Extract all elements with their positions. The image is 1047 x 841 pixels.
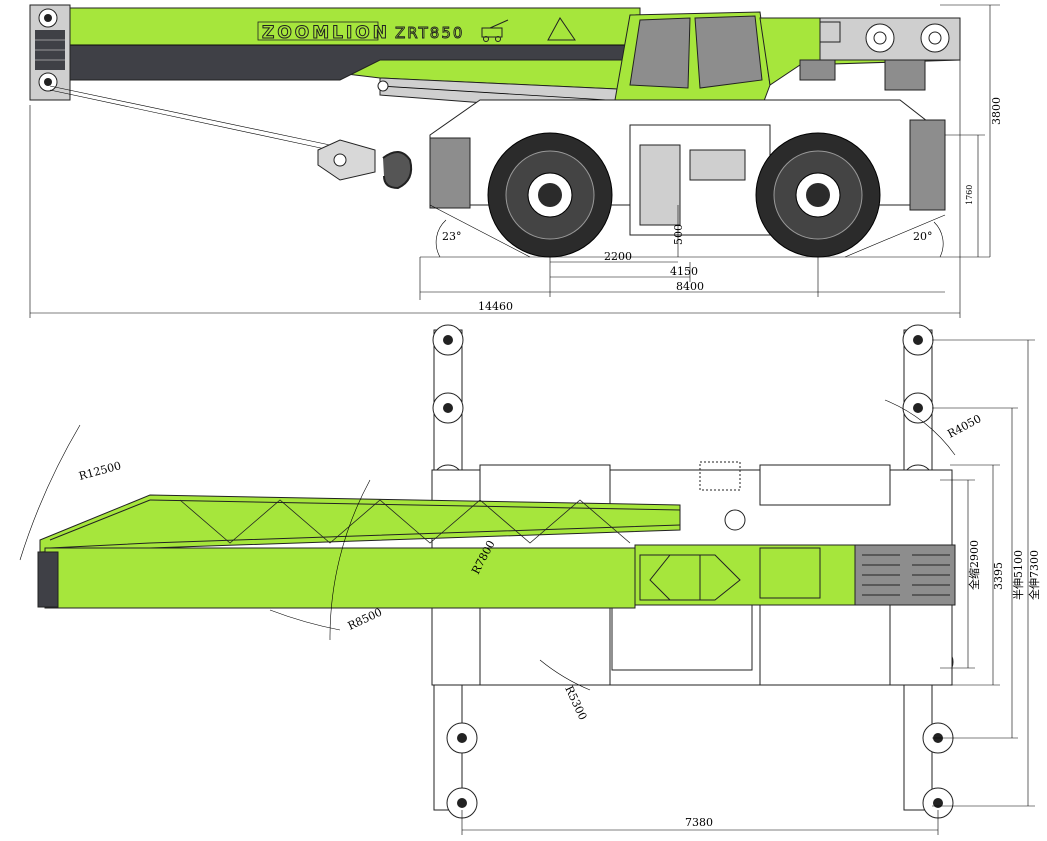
model-name-text: ZRT850 xyxy=(395,24,464,42)
wheel-to-center-dim: 2200 xyxy=(604,250,632,263)
radius-r12500-label: R12500 xyxy=(77,459,122,483)
outrigger-length-dim: 7380 xyxy=(685,816,713,829)
hook-block xyxy=(49,85,413,190)
top-view: R12500 R7800 R8500 R5300 R4050 全缩2900 33… xyxy=(19,324,1041,835)
ground-clearance-dim: 500 xyxy=(672,224,685,245)
arc-r5300 xyxy=(539,659,591,691)
radius-r5300-label: R5300 xyxy=(562,684,589,722)
full-retract-span-label: 全缩2900 xyxy=(967,540,981,590)
crane-icon xyxy=(481,19,509,42)
overall-height-dim: 3800 xyxy=(990,97,1003,125)
wheelbase-dim: 8400 xyxy=(676,280,704,293)
chassis-height-dim: 1760 xyxy=(965,185,974,205)
outrigger-span-dims xyxy=(932,339,1035,807)
front-wheel xyxy=(487,132,613,258)
arc-r7800 xyxy=(329,479,371,641)
rear-departure-angle: 20° xyxy=(913,230,933,243)
radius-r8500-label: R8500 xyxy=(346,606,384,633)
side-view: ZOOMLION ZRT850 xyxy=(29,4,1003,318)
boom-head xyxy=(29,4,71,101)
rear-wheel xyxy=(755,132,881,258)
front-approach-angle: 23° xyxy=(442,230,462,243)
arc-r12500 xyxy=(19,424,81,561)
carrier-width-label: 3395 xyxy=(992,562,1005,590)
arc-r8500 xyxy=(269,609,341,631)
boom-angle-indicator xyxy=(547,17,576,41)
main-boom: ZOOMLION ZRT850 xyxy=(59,7,641,91)
slew-center-dim: 4150 xyxy=(670,265,698,278)
operator-cab xyxy=(614,11,771,126)
radius-r4050-label: R4050 xyxy=(945,412,983,441)
overall-length-dim: 14460 xyxy=(478,300,513,313)
brand-logo-text: ZOOMLION xyxy=(262,23,390,43)
full-extend-span-label: 全伸7300 xyxy=(1027,550,1041,600)
superstructure xyxy=(759,17,961,91)
half-extend-span-label: 半伸5100 xyxy=(1011,550,1025,600)
main-boom-top xyxy=(37,544,956,609)
arc-r4050 xyxy=(884,399,956,456)
